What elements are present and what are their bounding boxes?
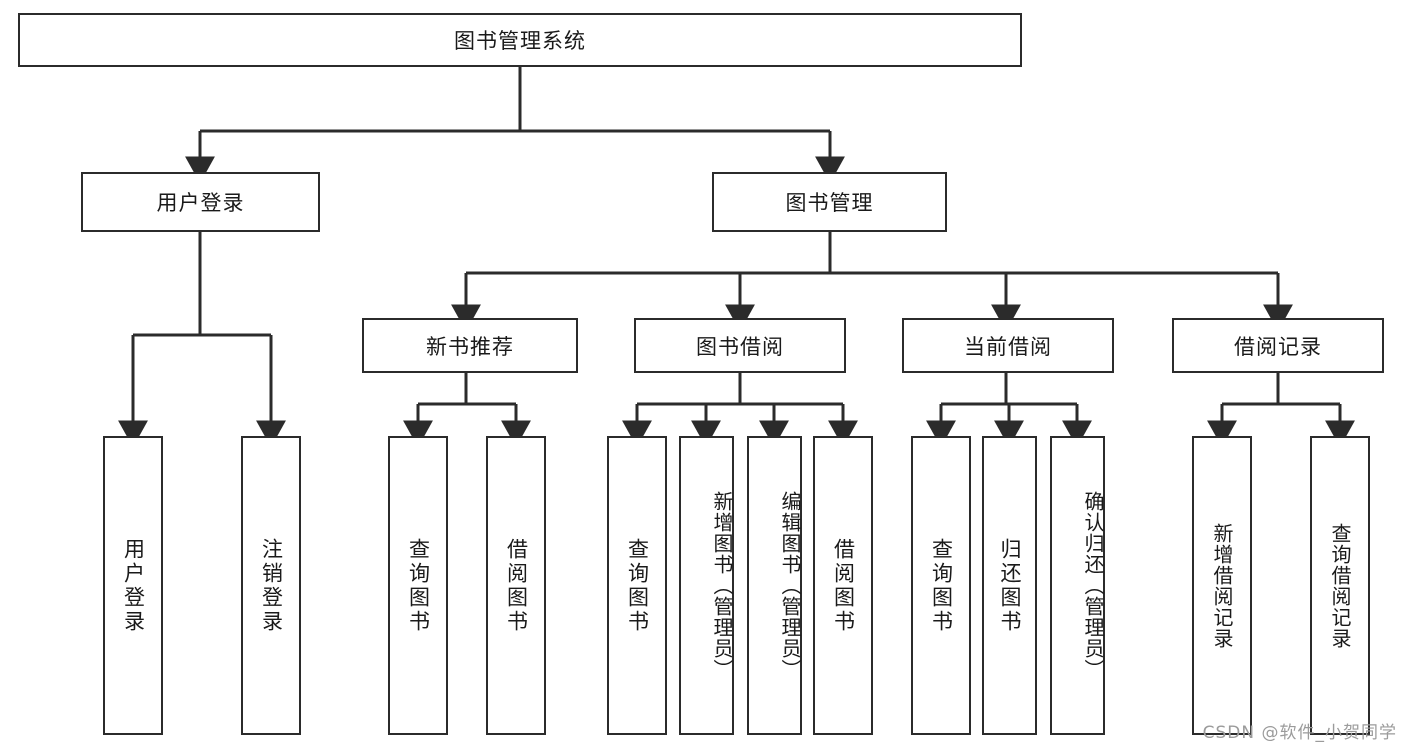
leaf-borrow-book[interactable]: 借阅图书 <box>813 436 873 735</box>
leaf-query-book-recommend[interactable]: 查询图书 <box>388 436 448 735</box>
node-current-borrow[interactable]: 当前借阅 <box>902 318 1114 373</box>
leaf-query-book-current[interactable]: 查询图书 <box>911 436 971 735</box>
node-book-management[interactable]: 图书管理 <box>712 172 947 232</box>
leaf-confirm-return-admin[interactable]: 确认归还（管理员） <box>1050 436 1105 735</box>
leaf-query-borrow-record[interactable]: 查询借阅记录 <box>1310 436 1370 735</box>
node-user-login[interactable]: 用户登录 <box>81 172 320 232</box>
leaf-logout[interactable]: 注销登录 <box>241 436 301 735</box>
leaf-add-borrow-record[interactable]: 新增借阅记录 <box>1192 436 1252 735</box>
node-new-book-recommend[interactable]: 新书推荐 <box>362 318 578 373</box>
leaf-add-book-admin[interactable]: 新增图书（管理员） <box>679 436 734 735</box>
leaf-return-book[interactable]: 归还图书 <box>982 436 1037 735</box>
leaf-query-book-borrow[interactable]: 查询图书 <box>607 436 667 735</box>
csdn-watermark: CSDN @软件_小贺同学 <box>1202 723 1397 743</box>
node-root-book-management-system[interactable]: 图书管理系统 <box>18 13 1022 67</box>
leaf-borrow-book-recommend[interactable]: 借阅图书 <box>486 436 546 735</box>
node-book-borrow[interactable]: 图书借阅 <box>634 318 846 373</box>
leaf-edit-book-admin[interactable]: 编辑图书（管理员） <box>747 436 802 735</box>
node-borrow-record[interactable]: 借阅记录 <box>1172 318 1384 373</box>
leaf-user-login[interactable]: 用户登录 <box>103 436 163 735</box>
